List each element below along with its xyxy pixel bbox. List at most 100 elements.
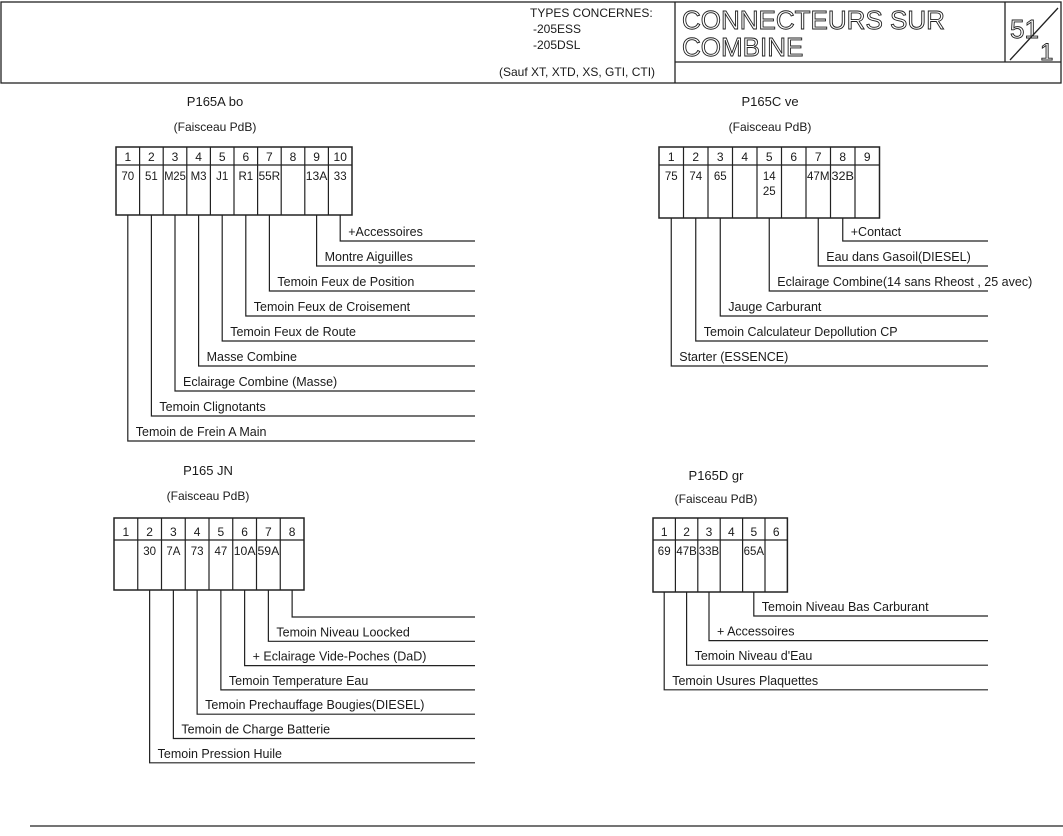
wire-code: 59A — [258, 546, 280, 558]
wire-code: 10A — [234, 546, 256, 558]
pin-number: 4 — [195, 150, 202, 164]
wire-line-pin-5 — [221, 215, 475, 342]
connector-p165a: P165A bo(Faisceau PdB)1702513M254M35J16R… — [115, 94, 475, 442]
pin-number: 10 — [334, 150, 348, 164]
page-number: 51 — [1010, 14, 1039, 44]
pin-function-label: Masse Combine — [207, 350, 297, 364]
pin-number: 5 — [219, 150, 226, 164]
connectors-group: P165A bo(Faisceau PdB)1702513M254M35J16R… — [113, 94, 1032, 764]
wire-line-pin-1 — [663, 592, 988, 691]
pin-function-label: Eau dans Gasoil(DIESEL) — [826, 250, 971, 264]
wire-line-pin-8 — [842, 218, 988, 242]
pin-function-label: +Accessoires — [348, 225, 423, 239]
wire-code: 32B — [832, 171, 855, 183]
wire-line-pin-2 — [685, 592, 988, 666]
connector-name: P165C ve — [741, 94, 798, 109]
pin-function-label: Montre Aiguilles — [325, 250, 413, 264]
page-sub: 1 — [1040, 39, 1053, 66]
pin-number: 4 — [728, 525, 735, 539]
title-text: TYPES CONCERNES: -205ESS -205DSL (Sauf X… — [499, 5, 1054, 79]
wire-code: 47B — [676, 546, 697, 558]
type-item: -205DSL — [533, 38, 581, 52]
pin-number: 7 — [265, 525, 272, 539]
pin-number: 6 — [242, 150, 249, 164]
pin-number: 7 — [815, 150, 822, 164]
pin-number: 8 — [839, 150, 846, 164]
connector-name: P165 JN — [183, 463, 233, 478]
pin-number: 1 — [124, 150, 131, 164]
wire-line-pin-7 — [267, 590, 475, 642]
pin-function-label: Temoin Temperature Eau — [229, 674, 368, 688]
pin-number: 2 — [683, 525, 690, 539]
wire-code: 73 — [191, 546, 204, 558]
pin-function-label: Temoin Usures Plaquettes — [672, 674, 818, 688]
pin-function-label: Temoin Feux de Route — [230, 325, 356, 339]
wire-code: 55R — [259, 171, 281, 183]
wire-line-pin-4 — [196, 590, 475, 715]
connector-harness: (Faisceau PdB) — [174, 120, 257, 134]
pin-function-label: Temoin Prechauffage Bougies(DIESEL) — [205, 698, 424, 712]
wire-code: R1 — [238, 171, 253, 183]
page-slash — [1009, 7, 1059, 61]
pin-function-label: Eclairage Combine (Masse) — [183, 375, 337, 389]
wire-code: 33B — [699, 546, 720, 558]
title-block-border — [0, 1, 1062, 84]
pin-function-label: Temoin Calculateur Depollution CP — [704, 325, 898, 339]
pin-number: 9 — [864, 150, 871, 164]
pin-number: 4 — [194, 525, 201, 539]
type-item: -205ESS — [533, 22, 581, 36]
wire-line-pin-3 — [172, 590, 475, 740]
wire-line-pin-5 — [753, 592, 988, 617]
document-title-line1: CONNECTEURS SUR — [682, 5, 945, 35]
wire-code: M3 — [191, 171, 207, 183]
pin-number: 3 — [706, 525, 713, 539]
wire-line-pin-3 — [719, 218, 988, 317]
pin-function-label: Temoin Niveau Loocked — [276, 625, 409, 639]
types-title: TYPES CONCERNES: — [530, 6, 653, 20]
wire-code: 13A — [306, 171, 328, 183]
wire-code: 14 — [763, 171, 776, 183]
pin-number: 3 — [172, 150, 179, 164]
wire-line-pin-7 — [268, 215, 475, 292]
wire-code: 51 — [145, 171, 158, 183]
pin-function-label: +Contact — [851, 225, 902, 239]
pin-function-label: Temoin de Charge Batterie — [181, 723, 330, 737]
wire-code: 30 — [143, 546, 156, 558]
pin-number: 1 — [123, 525, 130, 539]
pin-function-label: Temoin Feux de Position — [277, 275, 414, 289]
pin-number: 5 — [750, 525, 757, 539]
pin-function-label: Eclairage Combine(14 sans Rheost , 25 av… — [777, 275, 1032, 289]
connector-harness: (Faisceau PdB) — [167, 489, 250, 503]
wire-code: 33 — [334, 171, 347, 183]
wire-code: 47 — [214, 546, 227, 558]
pin-number: 4 — [741, 150, 748, 164]
wire-code: J1 — [216, 171, 228, 183]
pin-function-label: Temoin Pression Huile — [158, 747, 282, 761]
pin-number: 3 — [170, 525, 177, 539]
pin-function-label: Temoin Niveau d'Eau — [695, 649, 813, 663]
pin-number: 1 — [661, 525, 668, 539]
pin-number: 2 — [692, 150, 699, 164]
wire-line-pin-3 — [708, 592, 988, 642]
wire-code: 74 — [689, 171, 702, 183]
document-title-line2: COMBINE — [682, 32, 803, 62]
pin-number: 6 — [790, 150, 797, 164]
wire-line-pin-3 — [174, 215, 475, 392]
wire-line-pin-2 — [149, 590, 475, 764]
connector-harness: (Faisceau PdB) — [675, 492, 758, 506]
wire-line-pin-5 — [220, 590, 475, 691]
pin-number: 8 — [289, 525, 296, 539]
wire-line-pin-1 — [127, 215, 475, 442]
wire-code: 75 — [665, 171, 678, 183]
wire-code: 69 — [658, 546, 671, 558]
wire-code: 65A — [744, 546, 765, 558]
wire-line-pin-5 — [768, 218, 988, 292]
pin-function-label: Temoin Niveau Bas Carburant — [762, 600, 929, 614]
pin-number: 3 — [717, 150, 724, 164]
wire-code: 25 — [763, 186, 776, 198]
pin-number: 8 — [290, 150, 297, 164]
connector-harness: (Faisceau PdB) — [729, 120, 812, 134]
